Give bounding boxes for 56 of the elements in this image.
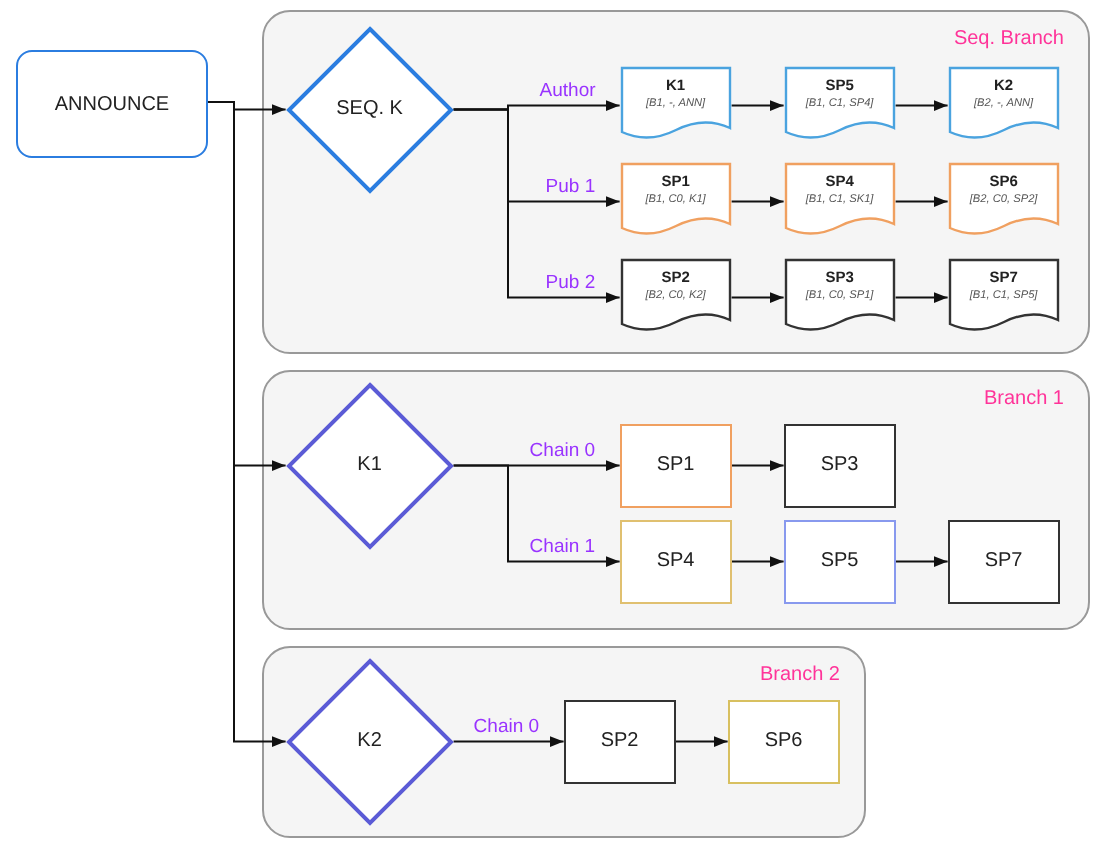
arrow [452, 736, 565, 748]
arrow [730, 196, 785, 208]
arrow [730, 100, 785, 112]
document-shape [619, 257, 732, 334]
start-box [16, 50, 208, 158]
group-panel [262, 370, 1090, 630]
process-box [783, 423, 896, 508]
arrow [894, 196, 949, 208]
arrow [730, 460, 785, 472]
node-label: SP6 [764, 730, 803, 753]
process-box [727, 699, 840, 784]
node-label: SEQ. K [336, 98, 403, 121]
edge-label: Chain 0 [529, 439, 596, 462]
process-box [563, 699, 676, 784]
document-shape [947, 257, 1060, 334]
document-shape [947, 161, 1060, 238]
arrow [674, 736, 729, 748]
node-label: SP5 [820, 550, 859, 573]
decision-diamond [285, 381, 454, 550]
arrow [894, 556, 949, 568]
node-label: ANNOUNCE [54, 93, 170, 115]
document-shape [619, 161, 732, 238]
process-box [619, 423, 732, 508]
document-shape [783, 161, 896, 238]
arrow [452, 108, 621, 304]
arrow [730, 292, 785, 304]
document-shape [619, 65, 732, 142]
arrow [730, 556, 785, 568]
node-label: SP4 [656, 550, 695, 573]
edge-label: Chain 1 [529, 535, 596, 558]
edge-label: Author [539, 79, 596, 102]
edge-label: Pub 2 [545, 271, 596, 294]
arrow [894, 292, 949, 304]
document-shape [783, 257, 896, 334]
decision-diamond [285, 25, 454, 194]
group-title: Branch 2 [759, 664, 840, 686]
group-panel [262, 10, 1090, 354]
document-shape [783, 65, 896, 142]
process-box [783, 519, 896, 604]
edge-label: Chain 0 [473, 715, 540, 738]
arrow [894, 100, 949, 112]
node-label: SP3 [820, 454, 859, 477]
node-label: K1 [357, 454, 382, 477]
group-title: Seq. Branch [953, 28, 1064, 50]
node-label: K2 [357, 730, 382, 753]
decision-diamond [285, 657, 454, 826]
node-label: SP2 [600, 730, 639, 753]
arrow [452, 464, 621, 568]
node-label: SP7 [984, 550, 1023, 573]
process-box [947, 519, 1060, 604]
edge-label: Pub 1 [545, 175, 596, 198]
process-box [619, 519, 732, 604]
document-shape [947, 65, 1060, 142]
group-title: Branch 1 [983, 388, 1064, 410]
group-panel [262, 646, 866, 838]
node-label: SP1 [656, 454, 695, 477]
